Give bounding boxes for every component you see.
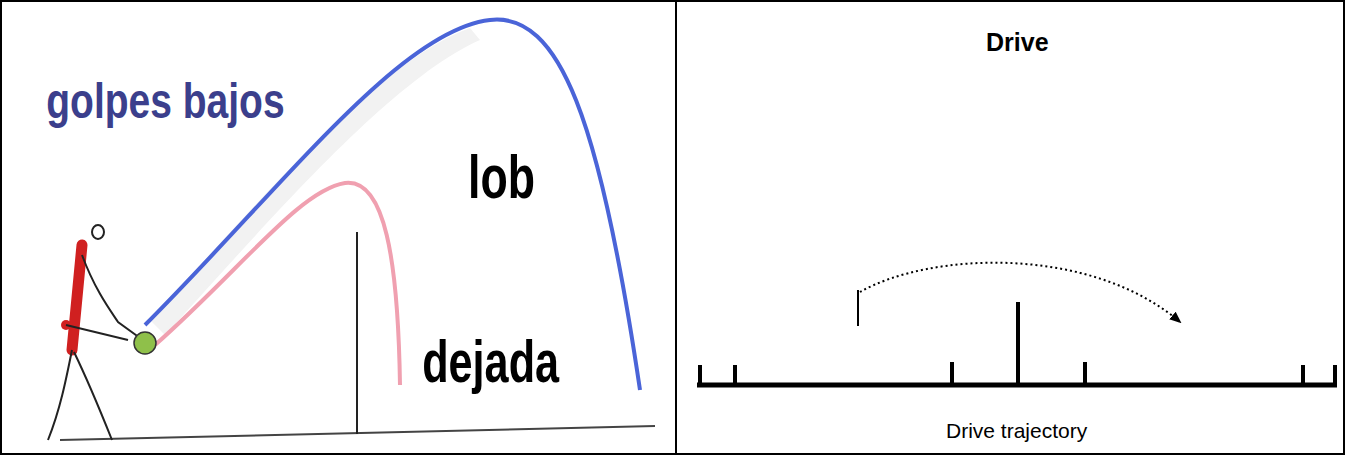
dejada-label: dejada xyxy=(415,328,566,396)
panel-caption: Drive trajectory xyxy=(946,420,1087,441)
panel-divider xyxy=(675,0,677,455)
start-marker xyxy=(857,290,859,326)
net-line xyxy=(356,232,358,434)
court-ticks xyxy=(700,302,1335,385)
player-figure xyxy=(48,225,156,440)
panel-title: Drive xyxy=(986,30,1049,55)
lob-label: lob xyxy=(458,140,545,214)
dejada-curve xyxy=(155,183,400,385)
drive-trajectory-arrow xyxy=(860,263,1180,322)
stroke-group-label: golpes bajos xyxy=(40,72,291,130)
